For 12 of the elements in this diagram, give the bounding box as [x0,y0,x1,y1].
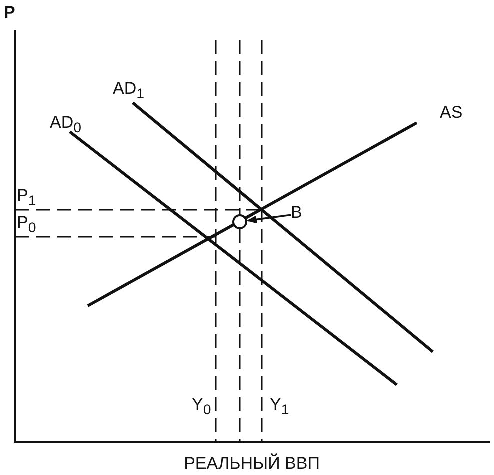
leader-arrow [246,214,292,224]
curve-label: AD$_{0}$ [50,114,82,136]
curve-label: AS [440,104,463,121]
point-marker [232,214,248,230]
axis-title: РЕАЛЬНЫЙ ВВП [184,455,320,472]
output-label: Y$_{1}$ [270,396,290,418]
price-label: P$_{0}$ [17,214,36,236]
output-label: Y$_{0}$ [192,396,212,418]
point-label: B [291,204,307,224]
axis-label: P [4,4,16,21]
curve-label: AD$_{1}$ [113,80,144,102]
price-label: P$_{1}$ [17,187,36,209]
